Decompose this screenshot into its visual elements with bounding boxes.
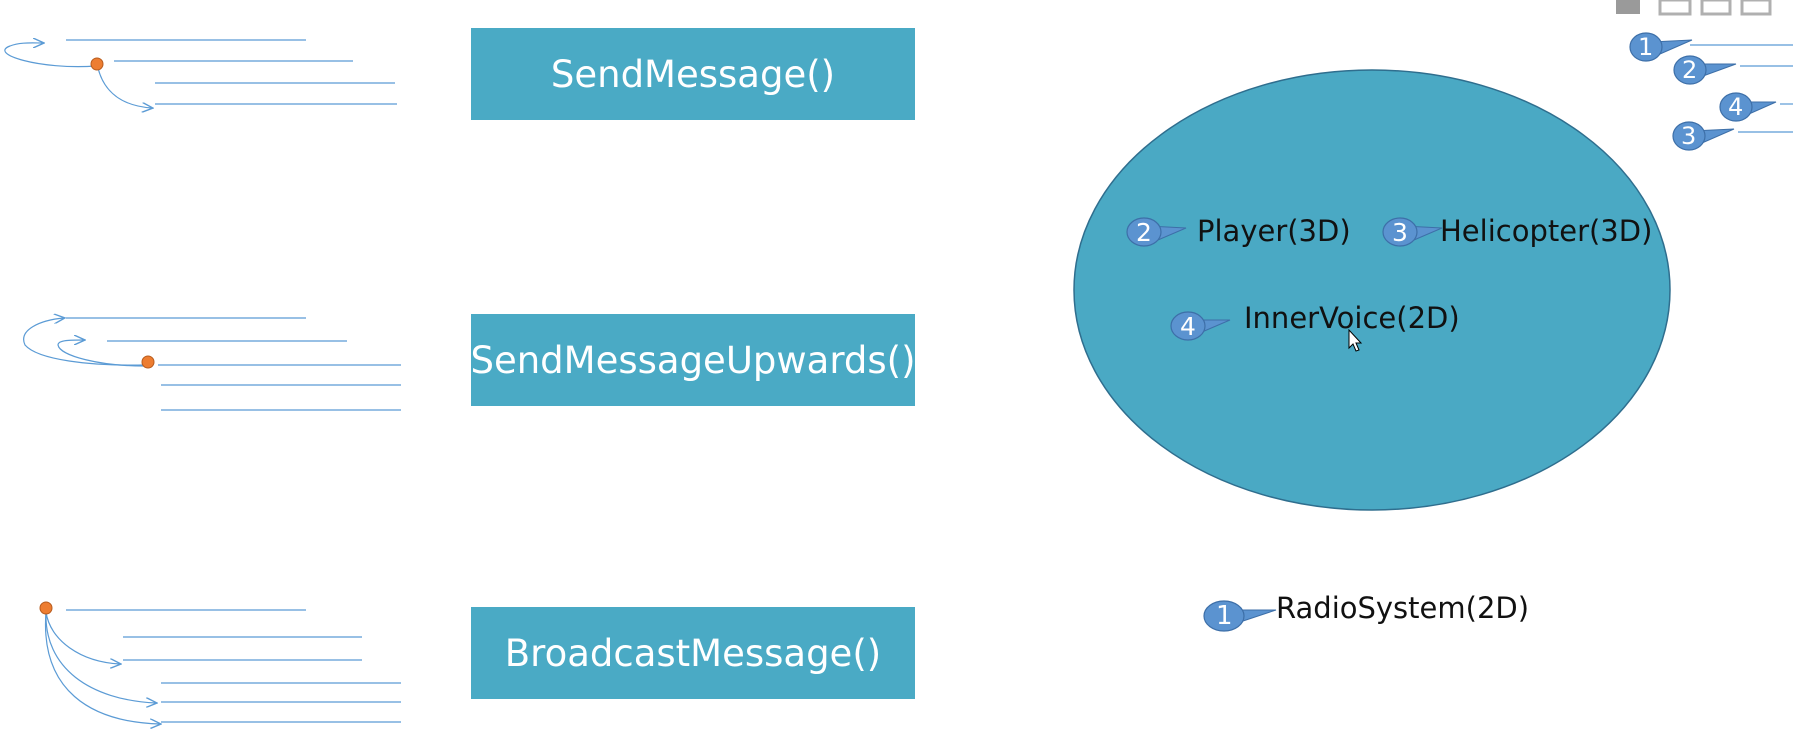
helicopter-label: Helicopter(3D) <box>1440 214 1653 248</box>
sendmessageupwards-label: SendMessageUpwards() <box>470 338 916 382</box>
broadcastmessage-box[interactable]: BroadcastMessage() <box>471 607 915 699</box>
broadcastmessage-sketch <box>39 601 401 724</box>
node-dot <box>39 601 53 615</box>
callout-number: 2 <box>1682 56 1698 84</box>
sendmessage-sketch <box>4 40 397 108</box>
badge-number: 1 <box>1216 601 1233 631</box>
sendmessage-box[interactable]: SendMessage() <box>471 28 915 120</box>
badge-innervoice <box>1170 311 1231 341</box>
callout-number: 3 <box>1681 122 1697 150</box>
badge-radiosystem <box>1203 600 1277 632</box>
scene-ellipse <box>1073 69 1671 511</box>
sendmessage-label: SendMessage() <box>550 52 836 96</box>
watermark-logo-fragment <box>1616 0 1772 16</box>
sendmessageupwards-sketch <box>23 318 401 411</box>
order-callouts <box>1629 32 1793 151</box>
mouse-cursor-icon <box>1348 328 1363 352</box>
badge-number: 3 <box>1392 218 1408 247</box>
node-dot <box>141 355 155 369</box>
node-dot <box>90 57 104 71</box>
broadcastmessage-label: BroadcastMessage() <box>504 631 882 675</box>
innervoice-label: InnerVoice(2D) <box>1244 301 1460 335</box>
badge-number: 2 <box>1136 218 1152 247</box>
badge-player <box>1126 217 1187 247</box>
radiosystem-label: RadioSystem(2D) <box>1276 591 1530 625</box>
callout-number: 1 <box>1638 33 1654 61</box>
player-label: Player(3D) <box>1197 214 1351 248</box>
callout-number: 4 <box>1728 93 1744 121</box>
badge-number: 4 <box>1180 312 1196 341</box>
badge-helicopter <box>1382 217 1443 247</box>
sendmessageupwards-box[interactable]: SendMessageUpwards() <box>470 314 916 406</box>
